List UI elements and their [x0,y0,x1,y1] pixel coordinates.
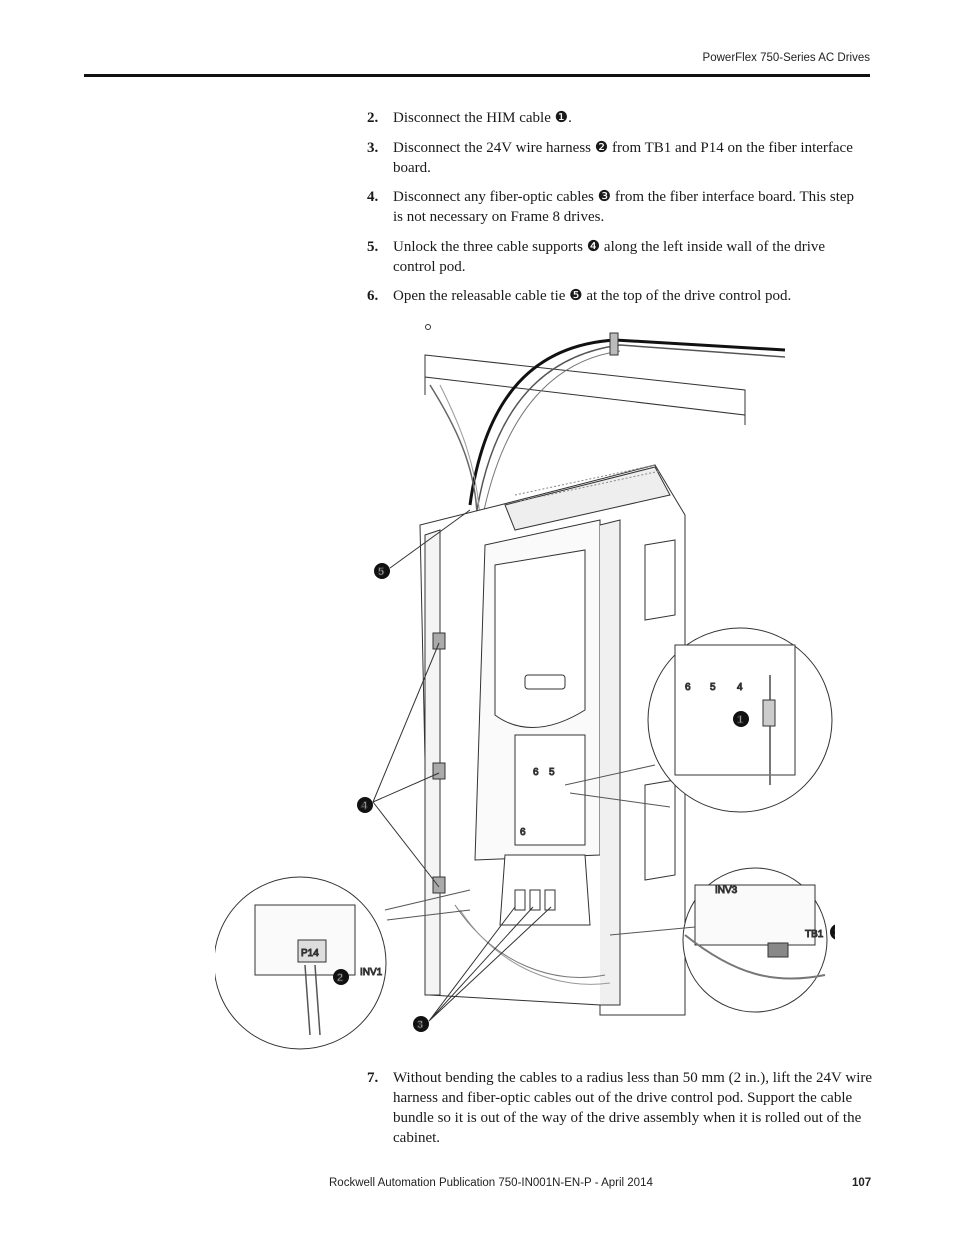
top-mounting-plate [424,324,746,425]
svg-text:6: 6 [520,827,526,838]
inset-tb1: INV3 TB1 2 [609,867,835,1013]
callout-1-badge [733,711,749,727]
callout-marker: ❷ [594,139,609,156]
inset-him-cable: 6 5 4 1 [564,627,833,813]
step-text: Disconnect any fiber-optic cables [393,189,594,205]
step-number: 3. [367,139,379,156]
p14-label: P14 [301,948,319,959]
step-item: 3. Disconnect the 24V wire harness ❷ fro… [367,138,867,178]
callout-4-label: 4 [361,800,368,812]
callout-leaders: 5 4 3 [357,509,552,1032]
instruction-step-7: 7. Without bending the cables to a radiu… [367,1068,877,1158]
running-header: PowerFlex 750-Series AC Drives [702,52,870,64]
step-item: 4. Disconnect any fiber-optic cables ❸ f… [367,187,867,227]
callout-4-badge [357,797,373,813]
footer-publication: Rockwell Automation Publication 750-IN00… [329,1177,653,1189]
step-item: 6. Open the releasable cable tie ❺ at th… [367,286,867,306]
step-text-end: from TB1 and P14 on the fiber interface … [393,139,853,176]
step-item: 5. Unlock the three cable supports ❹ alo… [367,237,867,277]
step-number: 6. [367,288,379,304]
step-text: Disconnect the HIM cable [393,110,551,126]
svg-text:6: 6 [533,767,539,778]
callout-5-badge [374,563,390,579]
step-number: 2. [367,110,379,126]
drive-control-pod-illustration: 6 5 6 6 5 4 1 INV3 TB1 2 [215,324,835,1050]
page-number: 107 [852,1177,872,1189]
cable-bundle [429,332,786,521]
callout-marker: ❹ [586,238,601,255]
callout-2-label-right: 2 [834,927,835,939]
step-text: Disconnect the 24V wire harness [393,139,592,156]
callout-1-label: 1 [737,714,743,726]
svg-text:6: 6 [685,682,691,693]
step-text: Unlock the three cable supports [393,238,583,255]
drive-control-pod: 6 5 6 [419,464,686,1016]
inset-p14: P14 INV1 2 [215,876,471,1050]
step-number: 7. [367,1070,379,1086]
callout-5-label: 5 [378,566,384,578]
callout-2-label-left: 2 [337,972,343,984]
callout-3-label: 3 [417,1019,423,1031]
step-text-end: from the fiber interface board. This ste… [393,189,855,225]
callout-2-badge-right [830,924,835,940]
callout-marker: ❺ [569,288,583,304]
step-text-end: along the left inside wall of the drive … [393,238,826,275]
header-rule [84,74,870,77]
step-text: Without bending the cables to a radius l… [393,1070,873,1146]
callout-marker: ❸ [597,189,612,205]
tb1-label: TB1 [805,929,824,940]
svg-text:5: 5 [710,682,716,693]
step-text: Open the releasable cable tie [393,288,566,304]
step-text-end: . [568,110,572,126]
inv3-label: INV3 [715,885,738,896]
callout-marker: ❶ [554,110,569,126]
step-item: 7. Without bending the cables to a radiu… [367,1068,877,1148]
step-text-end: at the top of the drive control pod. [586,288,792,304]
callout-2-badge-left [333,969,349,985]
svg-text:5: 5 [549,767,555,778]
callout-3-badge [413,1016,429,1032]
instruction-steps: 2. Disconnect the HIM cable ❶. 3. Discon… [367,108,867,316]
step-number: 4. [367,189,379,205]
step-item: 2. Disconnect the HIM cable ❶. [367,108,867,128]
svg-text:4: 4 [737,682,743,693]
step-number: 5. [367,238,379,255]
inv1-label: INV1 [360,967,383,978]
